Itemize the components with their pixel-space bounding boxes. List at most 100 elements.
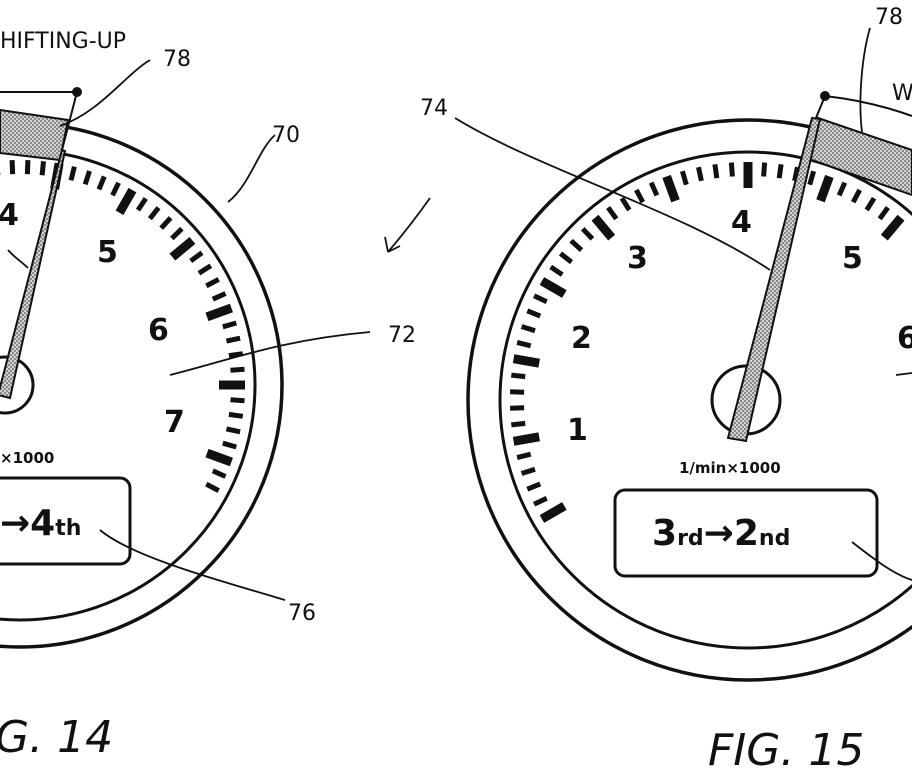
fig14-tick xyxy=(68,166,77,181)
fig14-tick xyxy=(222,440,237,450)
fig15-tick xyxy=(511,420,526,428)
fig15-tick xyxy=(512,354,540,368)
fig14-ref-72: 72 xyxy=(388,323,416,348)
fig14-tick xyxy=(228,351,244,359)
fig14-tick xyxy=(189,250,204,264)
fig14-tick xyxy=(82,170,92,186)
fig14-tick xyxy=(9,160,16,175)
fig14-tick xyxy=(222,320,237,330)
fig15-tick xyxy=(580,227,595,241)
fig15-caption: FIG. 15 xyxy=(708,725,864,774)
fig15-tick xyxy=(510,405,525,411)
fig15-banner-label: W xyxy=(892,81,912,106)
fig15-tick xyxy=(712,163,720,179)
fig14-tick xyxy=(228,411,244,419)
fig14-tick-marks xyxy=(0,160,245,493)
fig15-tick xyxy=(836,181,848,197)
fig15-tick xyxy=(533,495,548,507)
fig14-leader-4 xyxy=(7,249,29,269)
fig14-unit-label: ×1000 xyxy=(0,449,54,467)
fig14-tick xyxy=(205,481,220,493)
fig14-numeral-7: 7 xyxy=(164,405,185,440)
fig15-tick xyxy=(516,339,532,349)
fig14-tick xyxy=(110,181,121,197)
fig15-leader-76 xyxy=(851,541,912,581)
fig15-tick xyxy=(539,277,567,298)
fig14-tick xyxy=(211,291,227,302)
fig14-gear-box xyxy=(0,476,132,566)
fig15-tick xyxy=(526,481,542,492)
fig15-ref-78: 78 xyxy=(875,5,903,30)
fig14-tick xyxy=(205,448,233,467)
fig15-tick xyxy=(549,264,564,277)
fig15-tick xyxy=(512,432,540,446)
fig15-tick xyxy=(634,188,646,204)
fig15-gear-text: 3rd→2nd xyxy=(652,513,790,554)
fig15-tick xyxy=(728,162,735,177)
fig15-numeral-2: 2 xyxy=(571,321,592,356)
fig14-warning-band xyxy=(0,108,70,162)
fig15-needle xyxy=(726,116,822,443)
fig15-tick xyxy=(591,214,616,241)
fig15-tick xyxy=(511,372,526,380)
fig15-gear-box xyxy=(613,488,879,578)
fig14-tick xyxy=(24,160,31,175)
fig15-numeral-3: 3 xyxy=(627,241,648,276)
fig15-tick xyxy=(516,451,532,461)
fig15-leader-74 xyxy=(454,117,771,271)
fig15-numeral-5: 5 xyxy=(842,241,863,276)
fig15-tick xyxy=(761,162,768,177)
fig15-meter: 1 2 3 4 5 6 W 1/min×1000 3rd→2nd 74 78 F… xyxy=(420,5,912,774)
fig14-tick xyxy=(230,397,245,404)
fig15-tick xyxy=(776,163,784,179)
fig14-tick xyxy=(197,263,213,276)
fig14-tick xyxy=(230,366,245,373)
fig15-warning-band xyxy=(804,116,912,197)
fig14-tick xyxy=(147,206,161,221)
fig15-tick xyxy=(816,174,834,203)
fig14-tick xyxy=(170,226,184,241)
fig15-tick xyxy=(533,293,548,305)
fig15-tick xyxy=(662,174,680,203)
fig14-tick xyxy=(205,303,233,322)
arrow-indicator-head xyxy=(384,236,401,253)
fig15-tick xyxy=(877,206,890,221)
fig15-banner-bracket xyxy=(824,95,912,117)
fig14-banner-label: HIFTING-UP xyxy=(0,29,126,54)
fig14-leader-76 xyxy=(99,529,286,601)
fig14-leader-70 xyxy=(227,134,276,203)
fig15-tick xyxy=(520,466,536,476)
fig14-numeral-6: 6 xyxy=(148,313,169,348)
fig15-numeral-6: 6 xyxy=(897,321,912,356)
arrow-indicator xyxy=(387,197,431,253)
fig14-numeral-4: 4 xyxy=(0,198,19,233)
fig15-tick xyxy=(526,308,542,319)
fig15-tick xyxy=(558,251,574,265)
fig14-tick xyxy=(205,277,220,289)
fig15-numeral-1: 1 xyxy=(567,413,588,448)
fig14-tick xyxy=(159,216,173,230)
fig14-leader-72 xyxy=(169,331,371,376)
fig14-leader-78 xyxy=(59,59,151,127)
fig14-tick xyxy=(225,335,241,344)
fig15-unit-label: 1/min×1000 xyxy=(679,459,781,477)
fig15-leader-78 xyxy=(859,27,871,133)
fig14-ref-76: 76 xyxy=(288,601,316,626)
fig15-tick xyxy=(880,214,905,241)
fig15-tick xyxy=(850,188,862,204)
fig15-outer-ring xyxy=(466,118,912,682)
fig15-tick xyxy=(679,170,689,186)
fig15-tick xyxy=(696,166,704,182)
fig14-needle xyxy=(0,148,67,400)
fig14-tick xyxy=(115,187,137,215)
fig15-tick xyxy=(520,324,536,334)
fig15-tick xyxy=(569,238,584,252)
fig14-tick xyxy=(211,468,227,479)
fig15-numeral-4: 4 xyxy=(731,205,752,240)
fig14-tick xyxy=(96,175,107,191)
fig14-numeral-5: 5 xyxy=(97,235,118,270)
fig14-meter: 4 5 6 7 ×1000 →4th HIFTING-UP 78 70 72 7… xyxy=(0,29,416,763)
fig15-tick xyxy=(539,502,567,523)
fig15-tick xyxy=(510,389,525,395)
